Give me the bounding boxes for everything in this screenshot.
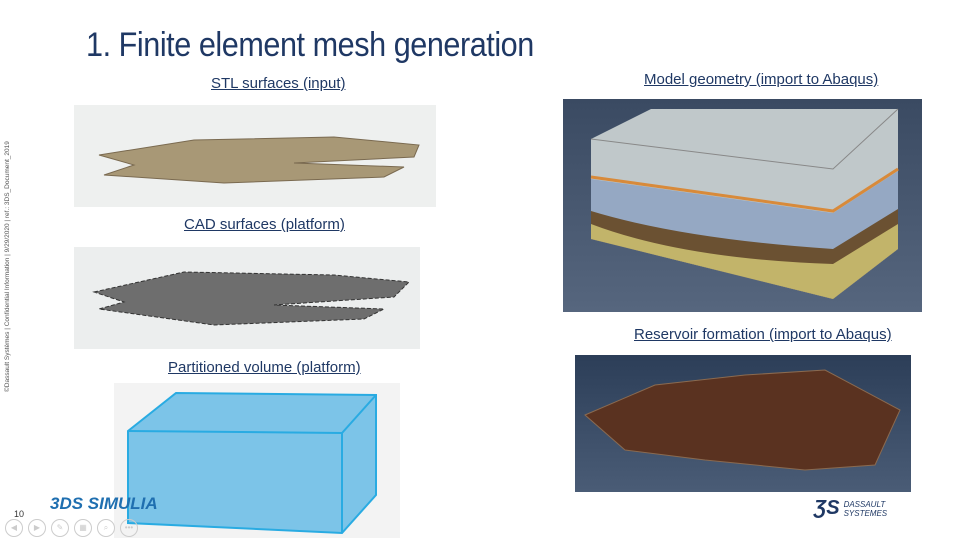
caption-partitioned: Partitioned volume (platform) [168,359,361,376]
caption-model: Model geometry (import to Abaqus) [644,71,879,88]
page-number: 10 [14,509,25,519]
simulia-logo: 3DS SIMULIA [50,494,158,513]
next-slide-button[interactable]: ▶ [28,519,46,537]
previous-slide-button[interactable]: ◀ [5,519,23,537]
zoom-icon[interactable]: ⌕ [97,519,115,537]
partitioned-volume-image [114,383,400,538]
slides-icon[interactable]: ▦ [74,519,92,537]
pen-icon[interactable]: ✎ [51,519,69,537]
stl-surfaces-image [74,105,436,207]
caption-stl: STL surfaces (input) [211,75,346,92]
slide-title: 1. Finite element mesh generation [86,26,534,64]
reservoir-formation-image [575,355,911,492]
model-geometry-image [563,99,922,312]
cad-surfaces-image [74,247,420,349]
caption-reservoir: Reservoir formation (import to Abaqus) [634,326,892,343]
confidential-footer: ©Dassault Systèmes | Confidential Inform… [4,141,11,392]
more-options-button[interactable]: ••• [120,519,138,537]
caption-cad: CAD surfaces (platform) [184,216,345,233]
